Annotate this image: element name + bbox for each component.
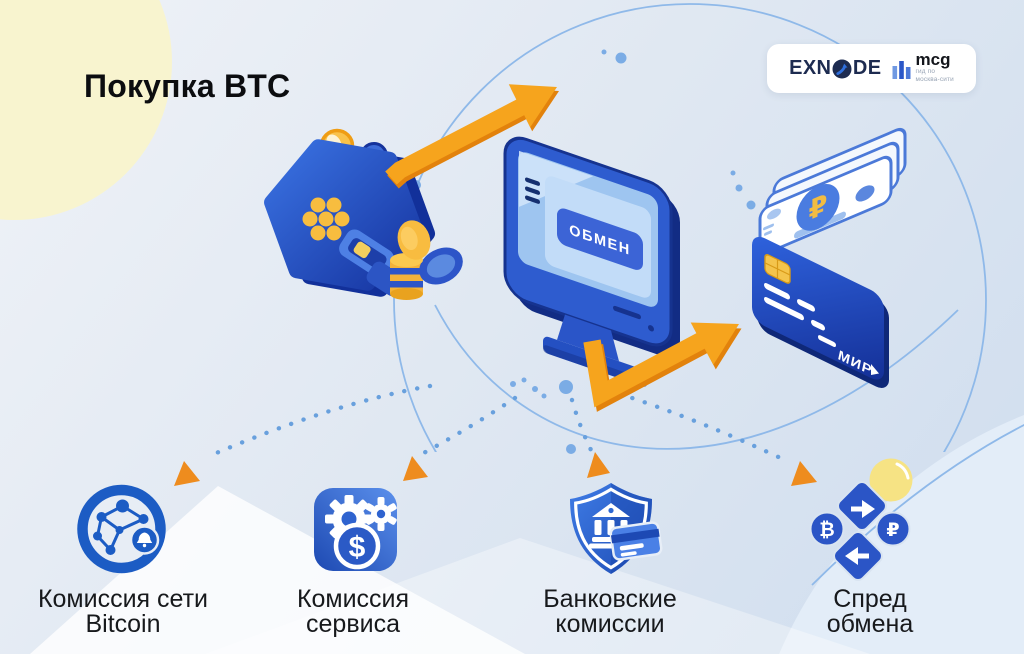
page-title: Покупка BTC [84,68,291,104]
dotted-flow-paths [204,383,790,464]
flow-arrowhead-triangles [174,452,817,486]
service-fee-icon: $ [314,488,397,571]
label-spread: Спред обмена [826,585,914,638]
yellow-blob [0,0,172,220]
mcg-tagline-2: москва-сити [915,76,954,84]
bill-currency-symbol: ₽ [809,187,828,227]
exchange-terminal: ОБМЕН [503,136,680,387]
card-chip [764,254,791,284]
honeycomb-pattern [302,197,350,241]
mcg-name: mcg [915,50,951,70]
flow-arrow-down [583,322,742,412]
arrow-left-icon [845,547,869,565]
btc-coin-icon [809,511,845,547]
logo-badge: EXN DE mcg гид по москва-сити [767,44,976,93]
bank-fee-icon [570,483,663,574]
ruble-bills: ₽ [758,127,907,255]
mcg-bars-icon [892,60,910,79]
rub-symbol: ₽ [886,519,899,541]
exnode-text-right: DE [852,57,882,79]
exnode-o-icon [832,59,852,78]
dollar-coin-icon [333,522,381,570]
network-graph-nodes [93,499,149,555]
mir-card: МИР [752,236,889,388]
label-network-fee: Комиссия сети Bitcoin [37,585,209,638]
mcg-logo: mcg гид по москва-сити [892,50,954,84]
flow-arrow-up [385,84,559,189]
dollar-symbol: $ [349,531,366,564]
card-number-dashes [764,282,836,348]
gear-small-icon [365,497,397,531]
white-mountains [30,486,870,654]
network-fee-icon [77,484,166,574]
rub-coin-icon [875,511,911,547]
btc-symbol: ₿ [819,519,834,541]
spread-icon: ₿ ₽ [809,458,913,581]
mcg-tagline-1: гид по [915,68,936,76]
terminal-screen-button [557,208,643,270]
label-service-fee: Комиссия сервиса [296,585,410,638]
label-bank-fee: Банковские комиссии [543,585,677,638]
arrow-right-icon [851,500,875,518]
coin-stack [390,220,463,300]
exnode-text-left: EXN [789,57,832,79]
bell-icon [136,532,153,548]
bank-card-icon [609,521,663,561]
terminal-vents [525,177,540,204]
exnode-logo: EXN DE [789,57,881,80]
